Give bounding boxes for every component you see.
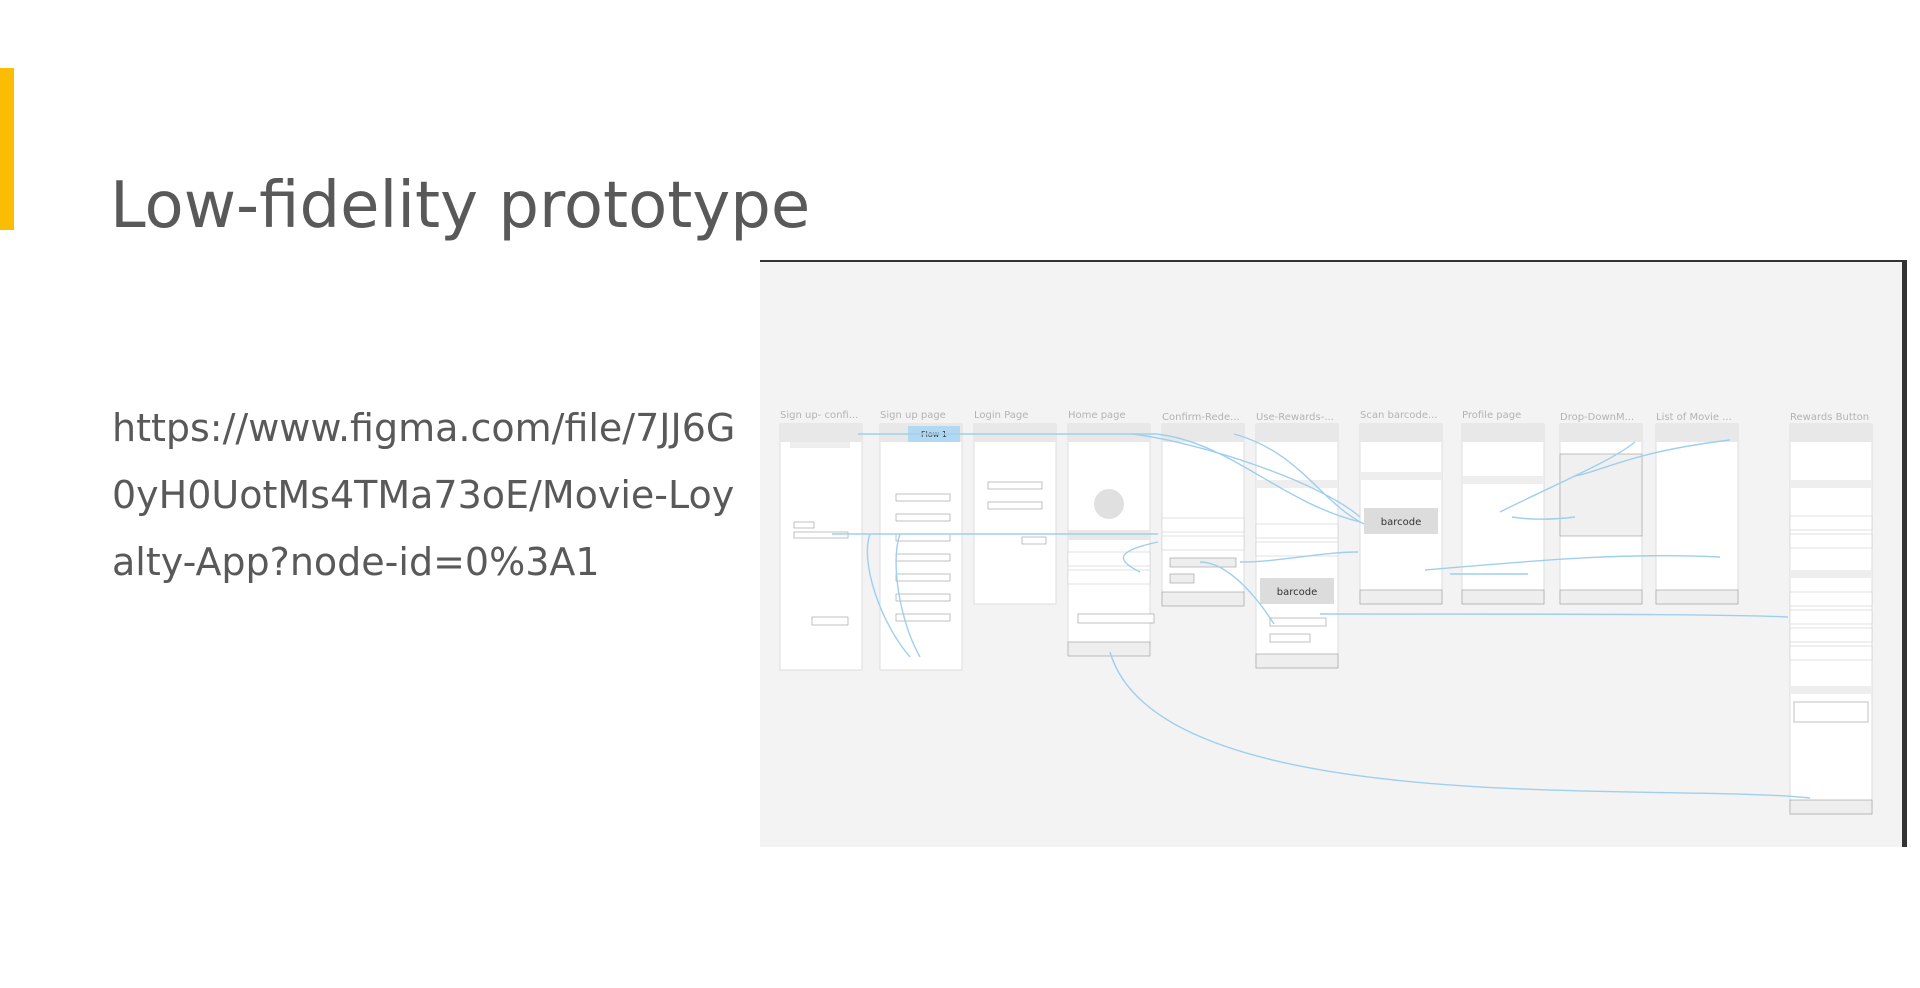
barcode-label-2: barcode <box>1381 517 1421 528</box>
frame-dropdown-menu[interactable] <box>1559 423 1643 605</box>
frame-title-signup-confirm: Sign up- confi... <box>780 410 858 421</box>
slide-title: Low-fidelity prototype <box>110 168 811 243</box>
frame-signup-confirm[interactable] <box>779 423 863 671</box>
frame-use-rewards[interactable]: barcode <box>1255 423 1339 669</box>
prototype-canvas: Sign up- confi... Sign up page Login Pag… <box>779 410 1873 815</box>
frame-title-dropdown: Drop-DownM... <box>1560 412 1634 423</box>
frame-title-movie-list: List of Movie ... <box>1656 412 1732 423</box>
link-line-2: 0yH0UotMs4TMa73oE/Movie-Loy <box>112 473 735 517</box>
link-line-1: https://www.figma.com/file/7JJ6G <box>112 406 736 450</box>
frame-title-rewards-button: Rewards Button <box>1790 412 1869 423</box>
prototype-screenshot: Sign up- confi... Sign up page Login Pag… <box>760 260 1907 847</box>
barcode-label-1: barcode <box>1277 587 1317 598</box>
frame-profile[interactable] <box>1461 423 1545 605</box>
frame-title-use-rewards: Use-Rewards-... <box>1256 412 1334 423</box>
frame-title-signup: Sign up page <box>880 410 946 421</box>
frame-title-profile: Profile page <box>1462 410 1521 421</box>
frame-rewards-button[interactable] <box>1789 423 1873 815</box>
frame-title-login: Login Page <box>974 410 1028 421</box>
figma-link[interactable]: https://www.figma.com/file/7JJ6G 0yH0Uot… <box>112 395 736 596</box>
frame-confirm-redeem[interactable] <box>1161 423 1245 607</box>
frame-login[interactable] <box>973 423 1057 605</box>
frame-scan-barcode[interactable]: barcode <box>1359 423 1443 605</box>
frame-title-confirm-redeem: Confirm-Rede... <box>1162 412 1240 423</box>
title-accent-bar <box>0 68 14 230</box>
prototype-flow-connections <box>832 433 1811 799</box>
frame-title-home: Home page <box>1068 410 1126 421</box>
link-line-3: alty-App?node-id=0%3A1 <box>112 540 600 584</box>
frame-home[interactable] <box>1067 423 1155 657</box>
frame-movie-list[interactable] <box>1655 423 1739 605</box>
frame-title-scan-barcode: Scan barcode... <box>1360 410 1438 421</box>
